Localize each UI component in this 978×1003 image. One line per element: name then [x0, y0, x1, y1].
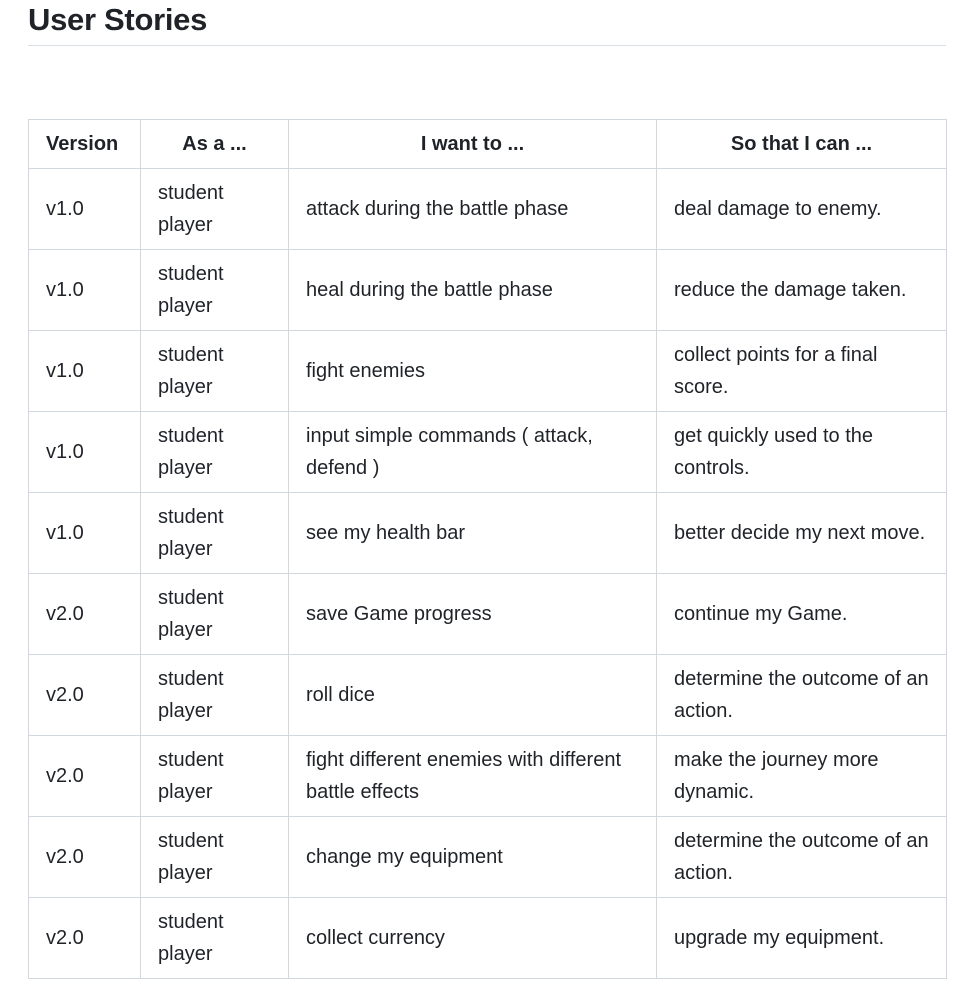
cell-want: see my health bar — [288, 492, 657, 574]
page-content: User Stories Version As a ... I want to … — [28, 0, 947, 979]
cell-benefit: better decide my next move. — [656, 492, 947, 574]
cell-role: student player — [140, 816, 289, 898]
cell-version: v1.0 — [28, 411, 141, 493]
cell-want: attack during the battle phase — [288, 168, 657, 250]
cell-version: v1.0 — [28, 168, 141, 250]
cell-version: v1.0 — [28, 249, 141, 331]
cell-version: v2.0 — [28, 654, 141, 736]
cell-benefit: determine the outcome of an action. — [656, 816, 947, 898]
cell-role: student player — [140, 168, 289, 250]
column-header-version: Version — [28, 119, 141, 169]
cell-version: v2.0 — [28, 897, 141, 979]
cell-want: input simple commands ( attack, defend ) — [288, 411, 657, 493]
cell-want: fight different enemies with different b… — [288, 735, 657, 817]
cell-benefit: reduce the damage taken. — [656, 249, 947, 331]
cell-benefit: collect points for a final score. — [656, 330, 947, 412]
cell-version: v2.0 — [28, 816, 141, 898]
cell-role: student player — [140, 573, 289, 655]
section-heading: User Stories — [28, 0, 946, 46]
cell-want: heal during the battle phase — [288, 249, 657, 331]
column-header-as-a: As a ... — [140, 119, 289, 169]
cell-want: roll dice — [288, 654, 657, 736]
cell-want: change my equipment — [288, 816, 657, 898]
cell-benefit: deal damage to enemy. — [656, 168, 947, 250]
cell-benefit: make the journey more dynamic. — [656, 735, 947, 817]
cell-version: v2.0 — [28, 735, 141, 817]
cell-benefit: determine the outcome of an action. — [656, 654, 947, 736]
cell-version: v1.0 — [28, 492, 141, 574]
column-header-i-want-to: I want to ... — [288, 119, 657, 169]
column-header-so-that: So that I can ... — [656, 119, 947, 169]
cell-want: collect currency — [288, 897, 657, 979]
table-header-row: Version As a ... I want to ... So that I… — [28, 119, 947, 169]
user-stories-table: Version As a ... I want to ... So that I… — [28, 119, 947, 979]
cell-role: student player — [140, 330, 289, 412]
cell-benefit: get quickly used to the controls. — [656, 411, 947, 493]
cell-benefit: upgrade my equipment. — [656, 897, 947, 979]
cell-benefit: continue my Game. — [656, 573, 947, 655]
cell-role: student player — [140, 897, 289, 979]
cell-version: v2.0 — [28, 573, 141, 655]
cell-version: v1.0 — [28, 330, 141, 412]
cell-want: fight enemies — [288, 330, 657, 412]
cell-role: student player — [140, 411, 289, 493]
cell-role: student player — [140, 654, 289, 736]
cell-role: student player — [140, 492, 289, 574]
cell-role: student player — [140, 249, 289, 331]
cell-want: save Game progress — [288, 573, 657, 655]
cell-role: student player — [140, 735, 289, 817]
